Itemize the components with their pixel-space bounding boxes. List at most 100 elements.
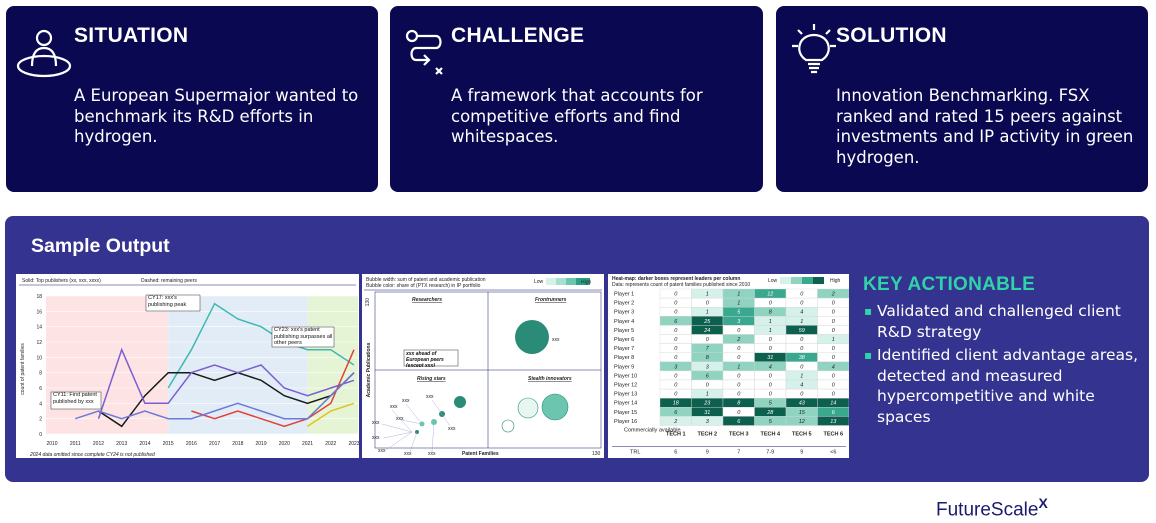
heatmap-value: 2 xyxy=(831,292,835,298)
heatmap-value: 28 xyxy=(766,410,774,416)
bubble-legend-color: Bubble color: share of (PTX research) in… xyxy=(366,283,481,289)
challenge-title: CHALLENGE xyxy=(451,24,585,47)
bubble-scale-high: High xyxy=(581,280,592,286)
heatmap-value: 18 xyxy=(673,401,680,407)
challenge-card: CHALLENGE A framework that accounts for … xyxy=(390,6,763,192)
heatmap-col-label: TECH 6 xyxy=(823,432,843,438)
svg-text:xxx: xxx xyxy=(378,448,386,454)
heatmap-value: 0 xyxy=(737,346,741,352)
x-tick-label: 2023 xyxy=(348,441,359,447)
heatmap-value: 43 xyxy=(799,401,806,407)
heatmap-row-label: Player 4 xyxy=(614,319,634,325)
heatmap-value: 0 xyxy=(674,373,678,379)
heatmap-col-label: TECH 1 xyxy=(666,432,686,438)
heatmap-value: 1 xyxy=(769,319,772,325)
situation-title: SITUATION xyxy=(74,24,189,47)
situation-body: A European Supermajor wanted to benchmar… xyxy=(74,86,359,146)
y-tick-label: 12 xyxy=(36,340,42,346)
x-tick-label: 2013 xyxy=(116,441,127,447)
line-chart: Solid: Top publishers (xx, xxx, xxxx) Da… xyxy=(19,278,359,458)
heatmap-row-label: Player 8 xyxy=(614,355,634,361)
heatmap-value: 5 xyxy=(769,401,773,407)
heatmap-value: 0 xyxy=(800,337,804,343)
heatmap-value: 1 xyxy=(800,373,803,379)
sample-output-section: Sample Output Solid: Top publishers (xx,… xyxy=(5,216,1149,482)
heatmap-value: 4 xyxy=(800,310,803,316)
y-tick-label: 10 xyxy=(36,355,42,361)
solution-card: SOLUTION Innovation Benchmarking. FSX ra… xyxy=(776,6,1148,192)
heatmap-value: 0 xyxy=(800,301,804,307)
heatmap-value: 31 xyxy=(704,410,710,416)
heatmap-note-data: Data: represents count of patent familie… xyxy=(612,282,750,288)
solution-body: Innovation Benchmarking. FSX ranked and … xyxy=(836,86,1134,167)
heatmap-cell xyxy=(817,416,849,426)
quadrant-researchers: Researchers xyxy=(412,297,442,303)
heatmap-panel: Heat-map: darker boxes represent leaders… xyxy=(608,274,849,458)
heatmap-value: 0 xyxy=(737,355,741,361)
heatmap-value: 4 xyxy=(769,364,772,370)
heatmap-value: 0 xyxy=(832,355,836,361)
line-chart-ylabel: count of patent families xyxy=(20,343,26,395)
series-line xyxy=(74,372,355,420)
heatmap-row-label: Player 1 xyxy=(614,292,634,298)
x-tick-label: 2022 xyxy=(325,441,336,447)
heatmap: Heat-map: darker boxes represent leaders… xyxy=(612,276,849,456)
challenge-body: A framework that accounts for competitiv… xyxy=(451,86,703,146)
y-tick-label: 16 xyxy=(36,309,42,315)
heatmap-value: 12 xyxy=(767,292,773,298)
heatmap-value: 38 xyxy=(799,355,806,361)
svg-text:xxx: xxx xyxy=(404,451,412,457)
heatmap-value: 0 xyxy=(674,337,678,343)
heatmap-row-label: Player 10 xyxy=(614,373,637,379)
svg-text:xxx: xxx xyxy=(372,435,380,441)
trl-value: 7 xyxy=(737,450,740,456)
user-icon xyxy=(16,29,72,78)
key-actionable-list: ▪Validated and challenged client R&D str… xyxy=(863,301,1148,427)
list-item: ▪Validated and challenged client R&D str… xyxy=(864,302,1121,341)
bubble xyxy=(541,393,569,421)
heatmap-value: 6 xyxy=(737,419,741,425)
heatmap-scale-low: Low xyxy=(768,278,778,284)
heatmap-value: 1 xyxy=(737,301,740,307)
heatmap-value: 0 xyxy=(832,392,836,398)
heatmap-value: 0 xyxy=(832,310,836,316)
series-line xyxy=(191,349,355,428)
bubble-scale-low: Low xyxy=(534,279,544,285)
heatmap-value: 1 xyxy=(769,328,772,334)
annotation-cy11: CY11: First patent published by xxx xyxy=(50,391,102,410)
y-tick-label: 14 xyxy=(36,325,42,331)
heatmap-value: 0 xyxy=(737,410,741,416)
bubble-callout: xxx ahead of European peers (except xxx) xyxy=(406,351,444,367)
heatmap-value: 0 xyxy=(769,392,773,398)
y-tick-label: 18 xyxy=(36,294,42,300)
heatmap-value: 0 xyxy=(706,301,710,307)
y-tick-label: 4 xyxy=(39,401,42,407)
line-chart-panel: Solid: Top publishers (xx, xxx, xxxx) Da… xyxy=(16,274,359,458)
heatmap-value: 0 xyxy=(800,392,804,398)
heatmap-row-label: Player 15 xyxy=(614,410,637,416)
heatmap-value: 7 xyxy=(706,346,710,352)
heatmap-value: 0 xyxy=(737,373,741,379)
bubble xyxy=(517,397,539,419)
trl-label: TRL xyxy=(630,450,640,456)
route-icon xyxy=(405,29,443,75)
bubble-xlabel: Patent Families xyxy=(462,451,499,457)
x-tick-label: 2012 xyxy=(93,441,104,447)
sample-output-title: Sample Output xyxy=(31,235,170,257)
heatmap-value: 2 xyxy=(673,419,677,425)
heatmap-value: 0 xyxy=(832,319,836,325)
trl-value: 9 xyxy=(706,450,709,456)
x-tick-label: 2010 xyxy=(46,441,57,447)
heatmap-value: 4 xyxy=(832,364,835,370)
heatmap-value: 24 xyxy=(703,328,710,334)
heatmap-value: 0 xyxy=(832,346,836,352)
key-actionable-title: KEY ACTIONABLE xyxy=(863,274,1036,295)
heatmap-value: 1 xyxy=(706,392,709,398)
svg-text:xxx: xxx xyxy=(390,404,398,410)
y-tick-label: 6 xyxy=(39,386,42,392)
svg-text:xxx: xxx xyxy=(396,416,404,422)
annotation-cy17: CY17: xxx's publishing peak xyxy=(145,294,201,312)
x-tick-label: 2016 xyxy=(186,441,197,447)
heatmap-row-label: Player 6 xyxy=(614,337,634,343)
heatmap-value: 5 xyxy=(737,310,741,316)
